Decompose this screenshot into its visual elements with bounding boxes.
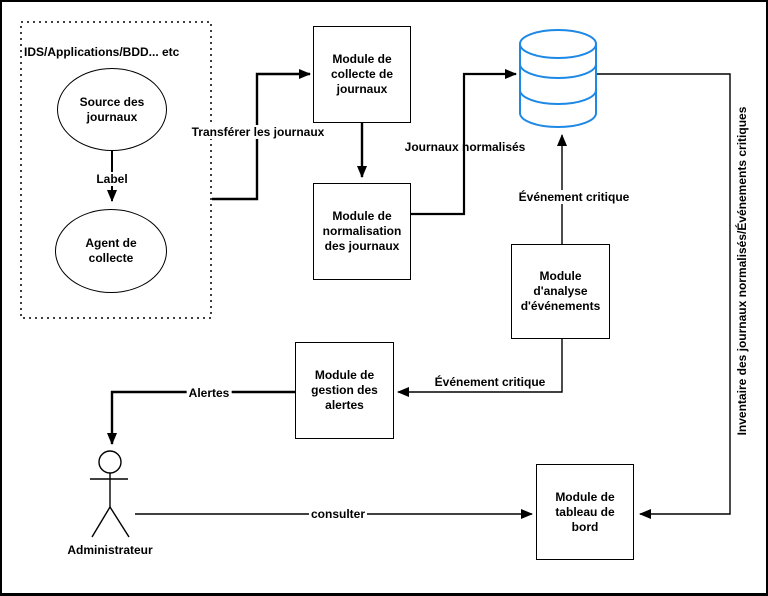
database-icon: [519, 29, 597, 128]
edge-label-inventaire: Inventaire des journaux normalisés/Événe…: [735, 106, 749, 436]
administrator-label: Administrateur: [67, 543, 153, 557]
node-module-gestion-label: Module de gestion des alertes: [311, 368, 378, 412]
node-source-journaux-label: Source des journaux: [79, 94, 145, 124]
node-module-tableau: Module de tableau de bord: [536, 464, 634, 560]
node-source-journaux: Source des journaux: [57, 68, 167, 151]
node-module-gestion: Module de gestion des alertes: [295, 342, 394, 439]
source-group-label: IDS/Applications/BDD... etc: [24, 45, 180, 59]
edge-label-transferer: Transférer les journaux: [189, 125, 327, 139]
edge-label-journaux-normalises: Journaux normalisés: [404, 140, 526, 154]
source-group-box: [20, 21, 212, 319]
administrator-figure: [90, 450, 130, 538]
edge-label-evenement-critique-top: Événement critique: [516, 190, 632, 204]
stick-figure-head: [98, 450, 122, 474]
edge-label-evenement-critique-bottom: Événement critique: [432, 375, 548, 389]
node-agent-collecte: Agent de collecte: [55, 209, 167, 293]
node-module-normalisation-label: Module de normalisation des journaux: [322, 209, 402, 253]
arrow-normalisation-to-db: [411, 69, 517, 216]
node-module-analyse: Module d'analyse d'événements: [511, 244, 610, 339]
node-agent-collecte-label: Agent de collecte: [85, 236, 137, 265]
node-module-collecte-label: Module de collecte de journaux: [330, 52, 394, 96]
arrow-db-to-tableau: [596, 73, 731, 519]
node-module-normalisation: Module de normalisation des journaux: [313, 183, 411, 280]
edge-label-label: Label: [94, 172, 130, 186]
edge-label-alertes: Alertes: [186, 386, 232, 400]
node-module-collecte: Module de collecte de journaux: [313, 26, 411, 123]
node-module-tableau-label: Module de tableau de bord: [555, 489, 615, 534]
arrow-gestion-to-admin: [107, 390, 295, 445]
edge-label-consulter: consulter: [308, 507, 368, 521]
node-module-analyse-label: Module d'analyse d'événements: [520, 269, 601, 313]
arrow-analyse-to-gestion: [397, 339, 563, 397]
